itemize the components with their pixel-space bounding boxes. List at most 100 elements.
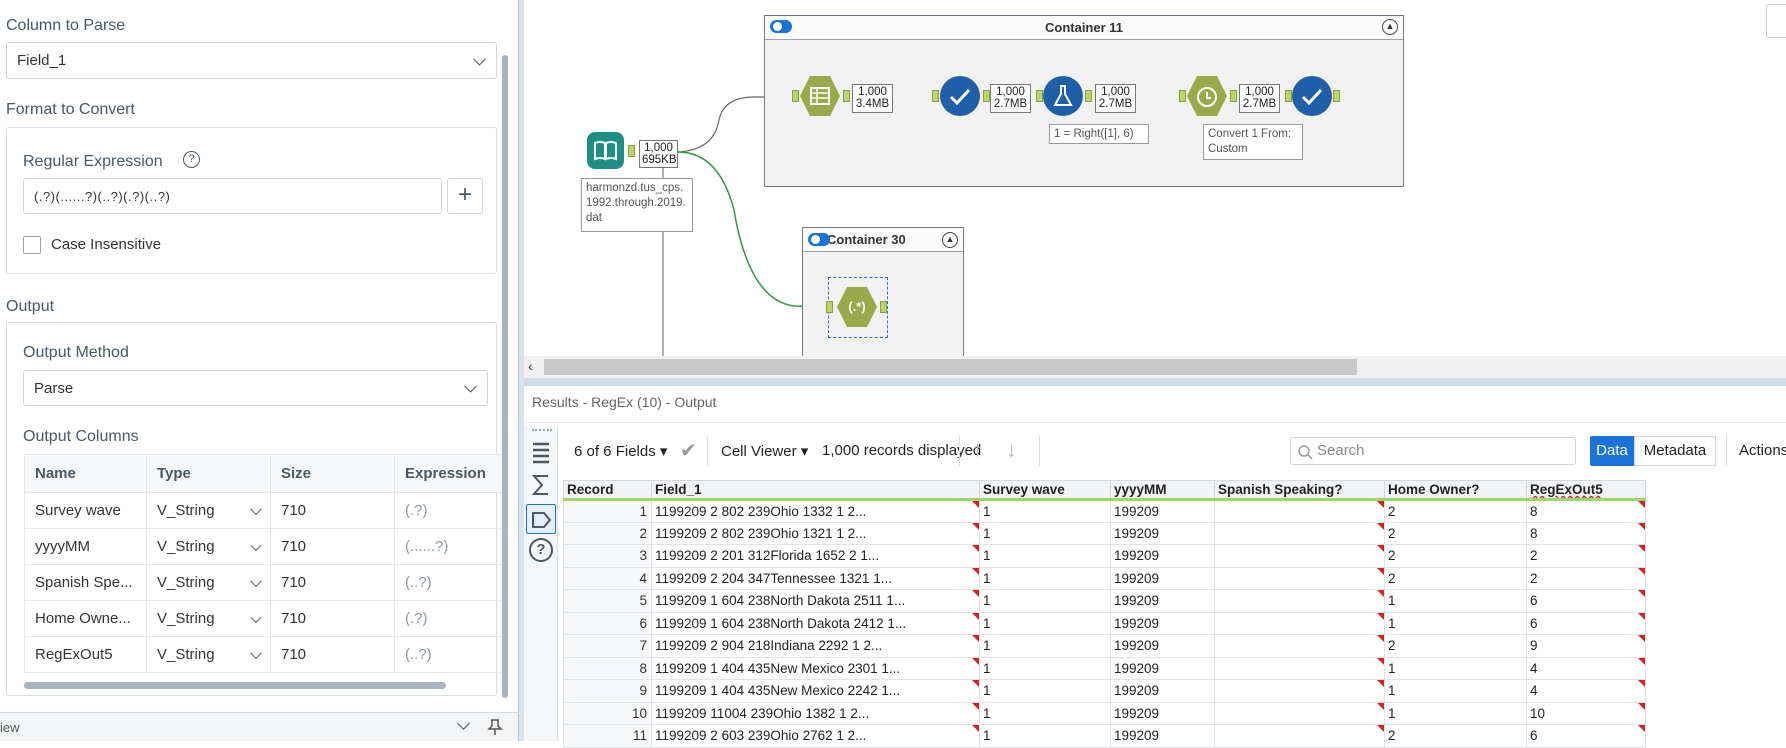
grid-cell[interactable]: 7	[563, 634, 652, 658]
results-splitter[interactable]	[524, 378, 1786, 386]
cell-viewer-dropdown[interactable]: Cell Viewer ▾	[721, 443, 809, 460]
grid-cell[interactable]: 199209	[1110, 724, 1215, 748]
column-to-parse-dropdown[interactable]: Field_1	[6, 42, 497, 79]
container-30[interactable]: Container 30 ▲	[802, 227, 964, 356]
grid-cell[interactable]: 1	[1384, 589, 1527, 613]
column-name-cell[interactable]: RegExOut5	[24, 636, 147, 673]
grid-cell[interactable]: 2	[1526, 566, 1646, 590]
help-icon[interactable]: ?	[183, 151, 200, 168]
grid-cell[interactable]: 1	[1384, 611, 1527, 635]
grid-cell[interactable]: 199209	[1110, 589, 1215, 613]
grid-cell[interactable]: 1	[1384, 656, 1527, 680]
browse-tool-icon[interactable]	[1292, 76, 1332, 116]
column-type-cell[interactable]: V_String	[146, 564, 271, 601]
grid-cell[interactable]: 6	[1526, 589, 1646, 613]
grid-cell[interactable]: 1199209 1 604 238North Dakota 2511 1...	[651, 589, 980, 613]
col-header-size[interactable]: Size	[270, 454, 395, 493]
grid-cell[interactable]: 199209	[1110, 611, 1215, 635]
add-token-button[interactable]: +	[447, 178, 483, 214]
select-tool-icon[interactable]	[800, 76, 840, 116]
grid-cell[interactable]: 8	[1526, 521, 1646, 545]
grid-cell[interactable]	[1214, 679, 1385, 703]
grid-header-home-owner[interactable]: Home Owner?	[1384, 480, 1527, 501]
summary-icon[interactable]	[530, 473, 552, 497]
grid-cell[interactable]: 4	[1526, 679, 1646, 703]
grid-cell[interactable]: 1	[979, 679, 1111, 703]
grid-cell[interactable]: 4	[563, 566, 652, 590]
regex-tool-icon[interactable]: (.*)	[837, 287, 877, 327]
container-toggle-icon[interactable]	[770, 20, 792, 33]
grid-cell[interactable]: 1	[979, 589, 1111, 613]
collapse-icon[interactable]: ▲	[1382, 19, 1398, 35]
grid-cell[interactable]	[1214, 611, 1385, 635]
grid-cell[interactable]: 2	[1384, 724, 1527, 748]
grid-cell[interactable]: 3	[563, 544, 652, 568]
col-header-expression[interactable]: Expression	[394, 454, 507, 493]
grid-cell[interactable]: 2	[1526, 544, 1646, 568]
grid-cell[interactable]	[1214, 724, 1385, 748]
column-type-cell[interactable]: V_String	[146, 492, 271, 529]
grid-cell[interactable]	[1214, 589, 1385, 613]
grid-cell[interactable]: 1	[979, 724, 1111, 748]
grid-header-record[interactable]: Record	[563, 480, 652, 501]
grid-cell[interactable]: 1199209 1 404 435New Mexico 2301 1...	[651, 656, 980, 680]
grid-cell[interactable]: 11	[563, 724, 652, 748]
column-type-cell[interactable]: V_String	[146, 528, 271, 565]
grid-cell[interactable]: 199209	[1110, 544, 1215, 568]
column-name-cell[interactable]: Survey wave	[24, 492, 147, 529]
output-method-dropdown[interactable]: Parse	[23, 370, 488, 406]
canvas-zoom-button[interactable]	[1766, 4, 1786, 38]
search-input[interactable]: Search	[1290, 437, 1576, 465]
regex-input[interactable]: (.?)(......?)(..?)(.?)(..?)	[23, 178, 442, 214]
grid-cell[interactable]: 199209	[1110, 679, 1215, 703]
grid-cell[interactable]: 1199209 11004 239Ohio 1382 1 2...	[651, 701, 980, 725]
grid-cell[interactable]: 1199209 1 404 435New Mexico 2242 1...	[651, 679, 980, 703]
grid-cell[interactable]: 10	[563, 701, 652, 725]
grid-cell[interactable]	[1214, 701, 1385, 725]
column-size-cell[interactable]: 710	[270, 564, 395, 601]
bottom-tab-label[interactable]: iew	[0, 720, 20, 735]
column-type-cell[interactable]: V_String	[146, 600, 271, 637]
grid-cell[interactable]: 199209	[1110, 656, 1215, 680]
scroll-left-icon[interactable]: ‹	[528, 358, 533, 374]
grid-cell[interactable]: 1199209 2 603 239Ohio 2762 1 2...	[651, 724, 980, 748]
grid-cell[interactable]	[1214, 521, 1385, 545]
help-icon[interactable]: ?	[529, 538, 553, 562]
grid-cell[interactable]: 1199209 2 802 239Ohio 1332 1 2...	[651, 499, 980, 523]
grid-header-yyyymm[interactable]: yyyyMM	[1110, 480, 1215, 501]
grid-cell[interactable]: 199209	[1110, 521, 1215, 545]
column-size-cell[interactable]: 710	[270, 636, 395, 673]
grid-cell[interactable]: 6	[563, 611, 652, 635]
grid-cell[interactable]	[1214, 544, 1385, 568]
vertical-scrollbar[interactable]	[502, 55, 508, 698]
scrollbar-thumb[interactable]	[544, 359, 1357, 375]
grid-cell[interactable]: 2	[1384, 634, 1527, 658]
grid-cell[interactable]: 1	[979, 634, 1111, 658]
actions-menu[interactable]: Actions	[1739, 442, 1786, 459]
grid-cell[interactable]	[1214, 499, 1385, 523]
grid-cell[interactable]: 1	[1384, 701, 1527, 725]
column-name-cell[interactable]: Home Owne...	[24, 600, 147, 637]
col-header-type[interactable]: Type	[146, 454, 271, 493]
metadata-tab[interactable]: Metadata	[1634, 436, 1716, 466]
grid-cell[interactable]: 1199209 2 201 312Florida 1652 2 1...	[651, 544, 980, 568]
column-size-cell[interactable]: 710	[270, 600, 395, 637]
grid-header-regexout5[interactable]: RegExOut5	[1526, 480, 1646, 501]
grid-cell[interactable]: 9	[1526, 634, 1646, 658]
grid-cell[interactable]: 6	[1526, 724, 1646, 748]
grid-cell[interactable]: 1199209 2 802 239Ohio 1321 1 2...	[651, 521, 980, 545]
grid-cell[interactable]: 1	[979, 701, 1111, 725]
grid-cell[interactable]: 1	[979, 566, 1111, 590]
pin-icon[interactable]	[486, 718, 504, 736]
table-view-icon[interactable]	[530, 440, 552, 464]
column-name-cell[interactable]: Spanish Spe...	[24, 564, 147, 601]
panel-splitter[interactable]	[518, 0, 524, 741]
grid-cell[interactable]: 2	[1384, 499, 1527, 523]
